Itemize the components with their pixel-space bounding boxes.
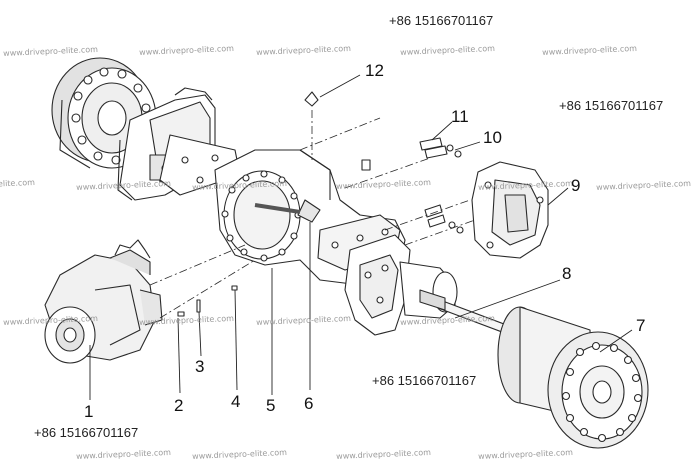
callout-3: 3 [195, 357, 205, 376]
assembly-center-lines [149, 110, 476, 319]
callout-6: 6 [304, 394, 314, 413]
callout-9: 9 [571, 176, 581, 195]
callout-8: 8 [562, 264, 572, 283]
phone-number: +86 15166701167 [34, 425, 139, 440]
phone-number: +86 15166701167 [389, 13, 494, 28]
differential [44, 239, 163, 364]
callout-5: 5 [266, 396, 276, 415]
callout-leaders [89, 74, 633, 400]
callout-11: 11 [451, 107, 469, 126]
small-fasteners [177, 91, 464, 317]
phone-number: +86 15166701167 [372, 373, 477, 388]
callout-2: 2 [174, 396, 184, 415]
callout-1: 1 [84, 402, 94, 421]
callout-7: 7 [636, 316, 646, 335]
callout-4: 4 [231, 392, 241, 411]
callout-10: 10 [483, 128, 502, 147]
phone-number: +86 15166701167 [559, 98, 664, 113]
callout-12: 12 [365, 61, 384, 80]
right-wheel-hub [497, 306, 649, 449]
brake-caliper [471, 161, 549, 259]
